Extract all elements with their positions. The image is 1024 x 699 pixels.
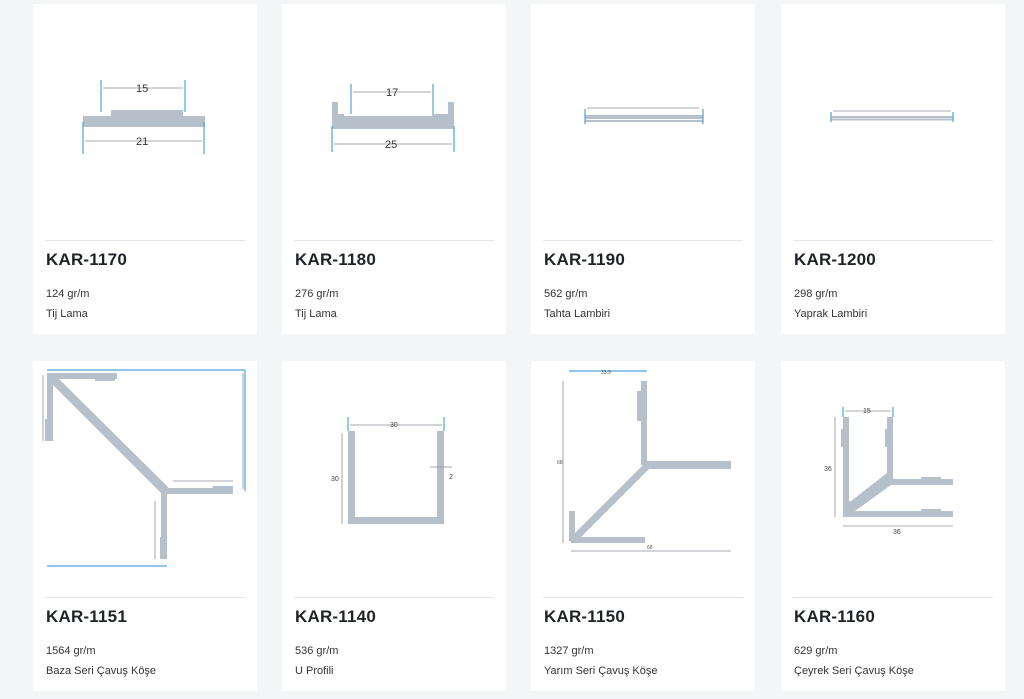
product-card[interactable]: 15 21 KAR-1170 124 gr/m Tij Lama — [33, 4, 257, 334]
divider — [793, 597, 993, 598]
profile-drawing: 17 25 — [331, 84, 455, 152]
product-weight: 629 gr/m — [794, 645, 838, 657]
dimension-label: 36 — [824, 466, 832, 473]
product-name: Tij Lama — [46, 308, 88, 320]
product-weight: 276 gr/m — [295, 288, 339, 300]
divider — [45, 240, 245, 241]
dimension-label: 33.9 — [601, 370, 611, 376]
product-weight: 562 gr/m — [544, 288, 588, 300]
divider — [45, 597, 245, 598]
dimension-label: 15 — [863, 408, 871, 415]
product-code[interactable]: KAR-1170 — [46, 250, 127, 269]
product-code[interactable]: KAR-1190 — [544, 250, 625, 269]
product-card[interactable]: KAR-1190 562 gr/m Tahta Lambiri — [531, 4, 755, 334]
product-name: U Profili — [295, 665, 334, 677]
profile-drawing: 33.9 68 68 — [557, 370, 731, 552]
product-image[interactable]: 15 36 36 — [781, 361, 1005, 597]
product-code[interactable]: KAR-1140 — [295, 607, 376, 626]
dimension-label: 36 — [893, 529, 901, 536]
product-code[interactable]: KAR-1180 — [295, 250, 376, 269]
dimension-label: 17 — [386, 87, 398, 99]
profile-drawing: 30 30 2 — [331, 417, 453, 524]
product-name: Yarım Seri Çavuş Köşe — [544, 665, 658, 677]
divider — [543, 240, 743, 241]
product-card[interactable]: KAR-1200 298 gr/m Yaprak Lambiri — [781, 4, 1005, 334]
dimension-label: 30 — [390, 422, 398, 429]
product-name: Yaprak Lambiri — [794, 308, 868, 320]
dimension-label: 30 — [331, 476, 339, 483]
divider — [543, 597, 743, 598]
dimension-label: 15 — [136, 83, 148, 95]
product-name: Baza Seri Çavuş Köşe — [46, 665, 157, 677]
product-weight: 1564 gr/m — [46, 645, 96, 657]
profile-drawing — [584, 107, 704, 124]
profile-drawing — [42, 369, 246, 567]
product-name: Çeyrek Seri Çavuş Köşe — [794, 665, 914, 677]
product-weight: 298 gr/m — [794, 288, 838, 300]
divider — [294, 597, 494, 598]
product-card[interactable]: 30 30 2 KAR-1140 536 gr/m U Profili — [282, 361, 506, 691]
divider — [294, 240, 494, 241]
product-code[interactable]: KAR-1150 — [544, 607, 625, 626]
product-weight: 536 gr/m — [295, 645, 339, 657]
product-weight: 124 gr/m — [46, 288, 90, 300]
product-weight: 1327 gr/m — [544, 645, 594, 657]
product-image[interactable] — [33, 361, 257, 597]
product-image[interactable]: 33.9 68 68 — [531, 361, 755, 597]
product-image[interactable] — [781, 4, 1005, 240]
product-card[interactable]: KAR-1151 1564 gr/m Baza Seri Çavuş Köşe — [33, 361, 257, 691]
dimension-label: 68 — [647, 545, 653, 551]
product-card[interactable]: 17 25 KAR-1180 276 gr/m Tij Lama — [282, 4, 506, 334]
product-code[interactable]: KAR-1200 — [794, 250, 876, 269]
product-card[interactable]: 33.9 68 68 KAR-1150 1327 gr/m Yarım Seri… — [531, 361, 755, 691]
profile-drawing: 15 21 — [82, 80, 205, 154]
product-image[interactable]: 17 25 — [282, 4, 506, 240]
product-image[interactable]: 30 30 2 — [282, 361, 506, 597]
dimension-label: 21 — [136, 136, 148, 148]
dimension-label: 68 — [557, 460, 563, 466]
divider — [793, 240, 993, 241]
product-code[interactable]: KAR-1151 — [46, 607, 127, 626]
product-image[interactable]: 15 21 — [33, 4, 257, 240]
product-code[interactable]: KAR-1160 — [794, 607, 875, 626]
product-name: Tahta Lambiri — [544, 308, 611, 320]
product-name: Tij Lama — [295, 308, 337, 320]
dimension-label: 2 — [449, 474, 453, 481]
profile-drawing: 15 36 36 — [824, 407, 953, 536]
product-card[interactable]: 15 36 36 KAR-1160 629 gr/m Çeyrek Seri Ç… — [781, 361, 1005, 691]
product-image[interactable] — [531, 4, 755, 240]
profile-drawing — [830, 110, 954, 122]
dimension-label: 25 — [385, 139, 397, 151]
